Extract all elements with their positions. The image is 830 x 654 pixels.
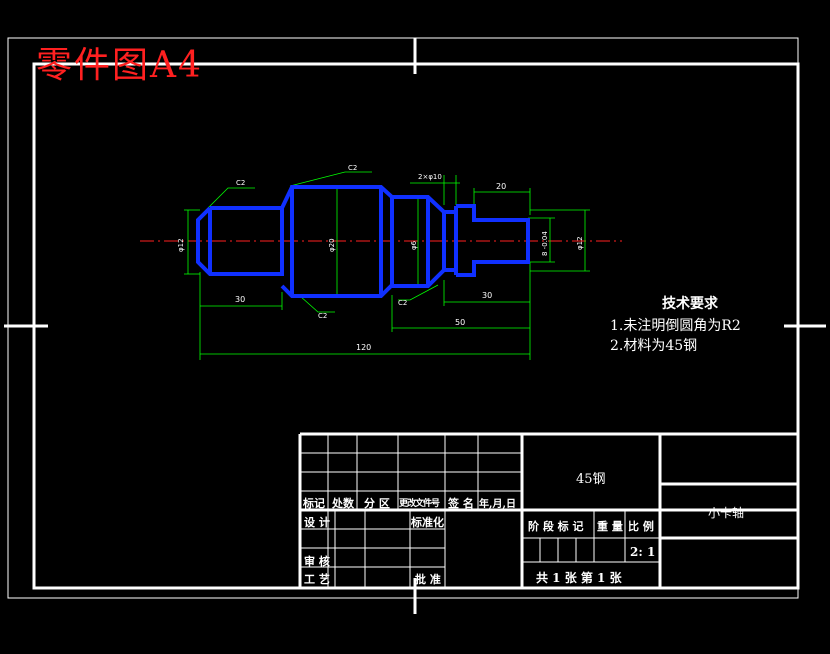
dim-dia-6: φ6 bbox=[410, 240, 418, 250]
material-label: 45钢 bbox=[576, 472, 606, 487]
sheets-label: 共 1 张 第 1 张 bbox=[536, 571, 622, 585]
dim-c2-top: C2 bbox=[348, 164, 357, 172]
row-label-change-doc: 更改文件号 bbox=[399, 499, 440, 509]
row-label-count: 处数 bbox=[332, 497, 354, 510]
process-label: 工 艺 bbox=[304, 573, 330, 586]
approve-label: 批 准 bbox=[415, 573, 441, 586]
dim-len-30-right: 30 bbox=[482, 291, 492, 300]
requirements-title: 技术要求 bbox=[662, 296, 718, 312]
dim-c2-bottom-right: C2 bbox=[398, 299, 407, 307]
title-block-grid bbox=[298, 432, 798, 588]
row-label-zone: 分 区 bbox=[364, 497, 390, 510]
stage-label: 阶 段 标 记 bbox=[528, 520, 584, 533]
dim-dia-right: φ12 bbox=[576, 236, 584, 250]
dim-dia-mid: φ20 bbox=[328, 238, 336, 252]
scale-label: 比 例 bbox=[628, 520, 654, 533]
dim-dia-small: 8 -0.04 bbox=[541, 231, 549, 256]
design-label: 设 计 bbox=[304, 516, 330, 529]
row-label-date: 年,月,日 bbox=[479, 499, 516, 510]
dim-c2-left: C2 bbox=[236, 179, 245, 187]
dim-dia-left: φ12 bbox=[177, 238, 185, 252]
requirement-2: 2.材料为45钢 bbox=[610, 338, 698, 354]
dim-len-50: 50 bbox=[455, 318, 465, 327]
shaft-outline bbox=[196, 185, 530, 298]
row-label-mark: 标记 bbox=[303, 497, 325, 510]
standard-label: 标准化 bbox=[411, 516, 444, 529]
requirement-1: 1.未注明倒圆角为R2 bbox=[610, 318, 741, 334]
drawing-title: 零件图A4 bbox=[36, 45, 203, 86]
dim-c2-bottom-mid: C2 bbox=[318, 312, 327, 320]
part-name: 小卡轴 bbox=[708, 506, 745, 520]
dimension-lines bbox=[184, 171, 590, 360]
dim-len-120: 120 bbox=[356, 343, 371, 352]
dim-len-20: 20 bbox=[496, 182, 506, 191]
review-label: 审 核 bbox=[304, 555, 330, 568]
weight-label: 重 量 bbox=[597, 520, 623, 533]
dim-groove: 2×φ10 bbox=[418, 173, 442, 181]
dim-len-30-left: 30 bbox=[235, 295, 245, 304]
row-label-sign: 签 名 bbox=[448, 497, 474, 510]
scale-value: 2: 1 bbox=[630, 545, 656, 559]
